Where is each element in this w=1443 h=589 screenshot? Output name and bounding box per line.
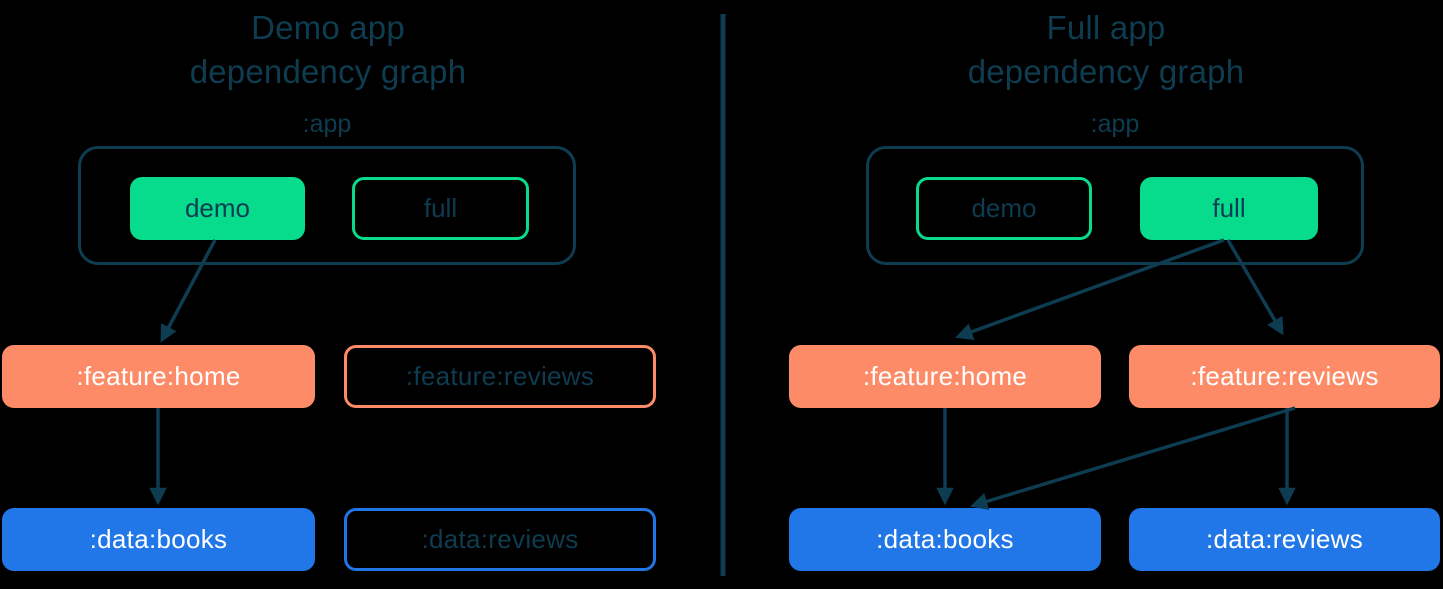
full-module-feature-home-label: :feature:home: [862, 361, 1028, 391]
full-module-data-reviews: :data:reviews: [1129, 508, 1440, 571]
full-title-line2: dependency graph: [967, 53, 1245, 90]
full-flavor-full-chip: full: [1140, 177, 1318, 240]
demo-flavor-full-chip: full: [352, 177, 529, 240]
full-flavor-demo-chip: demo: [916, 177, 1092, 240]
full-title-line1: Full app: [1046, 9, 1166, 46]
demo-app-group-box: [78, 146, 576, 265]
full-module-data-reviews-label: :data:reviews: [1205, 524, 1364, 554]
demo-flavor-full-label: full: [423, 193, 458, 223]
demo-app-group-label: :app: [302, 110, 352, 138]
full-module-feature-reviews-label: :feature:reviews: [1190, 361, 1379, 391]
demo-panel-title: Demo app dependency graph: [28, 6, 628, 94]
edge-feature-reviews-to-data-books: [969, 406, 1296, 510]
demo-flavor-demo-chip: demo: [130, 177, 305, 240]
demo-module-feature-home-label: :feature:home: [76, 361, 241, 391]
full-module-feature-home: :feature:home: [789, 345, 1101, 408]
demo-module-data-reviews: :data:reviews: [344, 508, 656, 571]
demo-module-feature-home: :feature:home: [2, 345, 315, 408]
demo-module-data-books: :data:books: [2, 508, 315, 571]
demo-title-line2: dependency graph: [189, 53, 467, 90]
full-module-data-books-label: :data:books: [876, 524, 1014, 554]
demo-module-data-books-label: :data:books: [89, 524, 228, 554]
full-flavor-demo-label: demo: [971, 193, 1037, 223]
demo-flavor-demo-label: demo: [184, 193, 251, 223]
demo-title-line1: Demo app: [251, 9, 405, 46]
full-module-data-books: :data:books: [789, 508, 1101, 571]
full-app-group-label: :app: [1090, 110, 1140, 138]
demo-module-feature-reviews: :feature:reviews: [344, 345, 656, 408]
full-flavor-full-label: full: [1212, 193, 1246, 223]
demo-module-feature-reviews-label: :feature:reviews: [405, 361, 595, 391]
full-panel-title: Full app dependency graph: [806, 6, 1406, 94]
demo-module-data-reviews-label: :data:reviews: [421, 524, 579, 554]
full-module-feature-reviews: :feature:reviews: [1129, 345, 1440, 408]
